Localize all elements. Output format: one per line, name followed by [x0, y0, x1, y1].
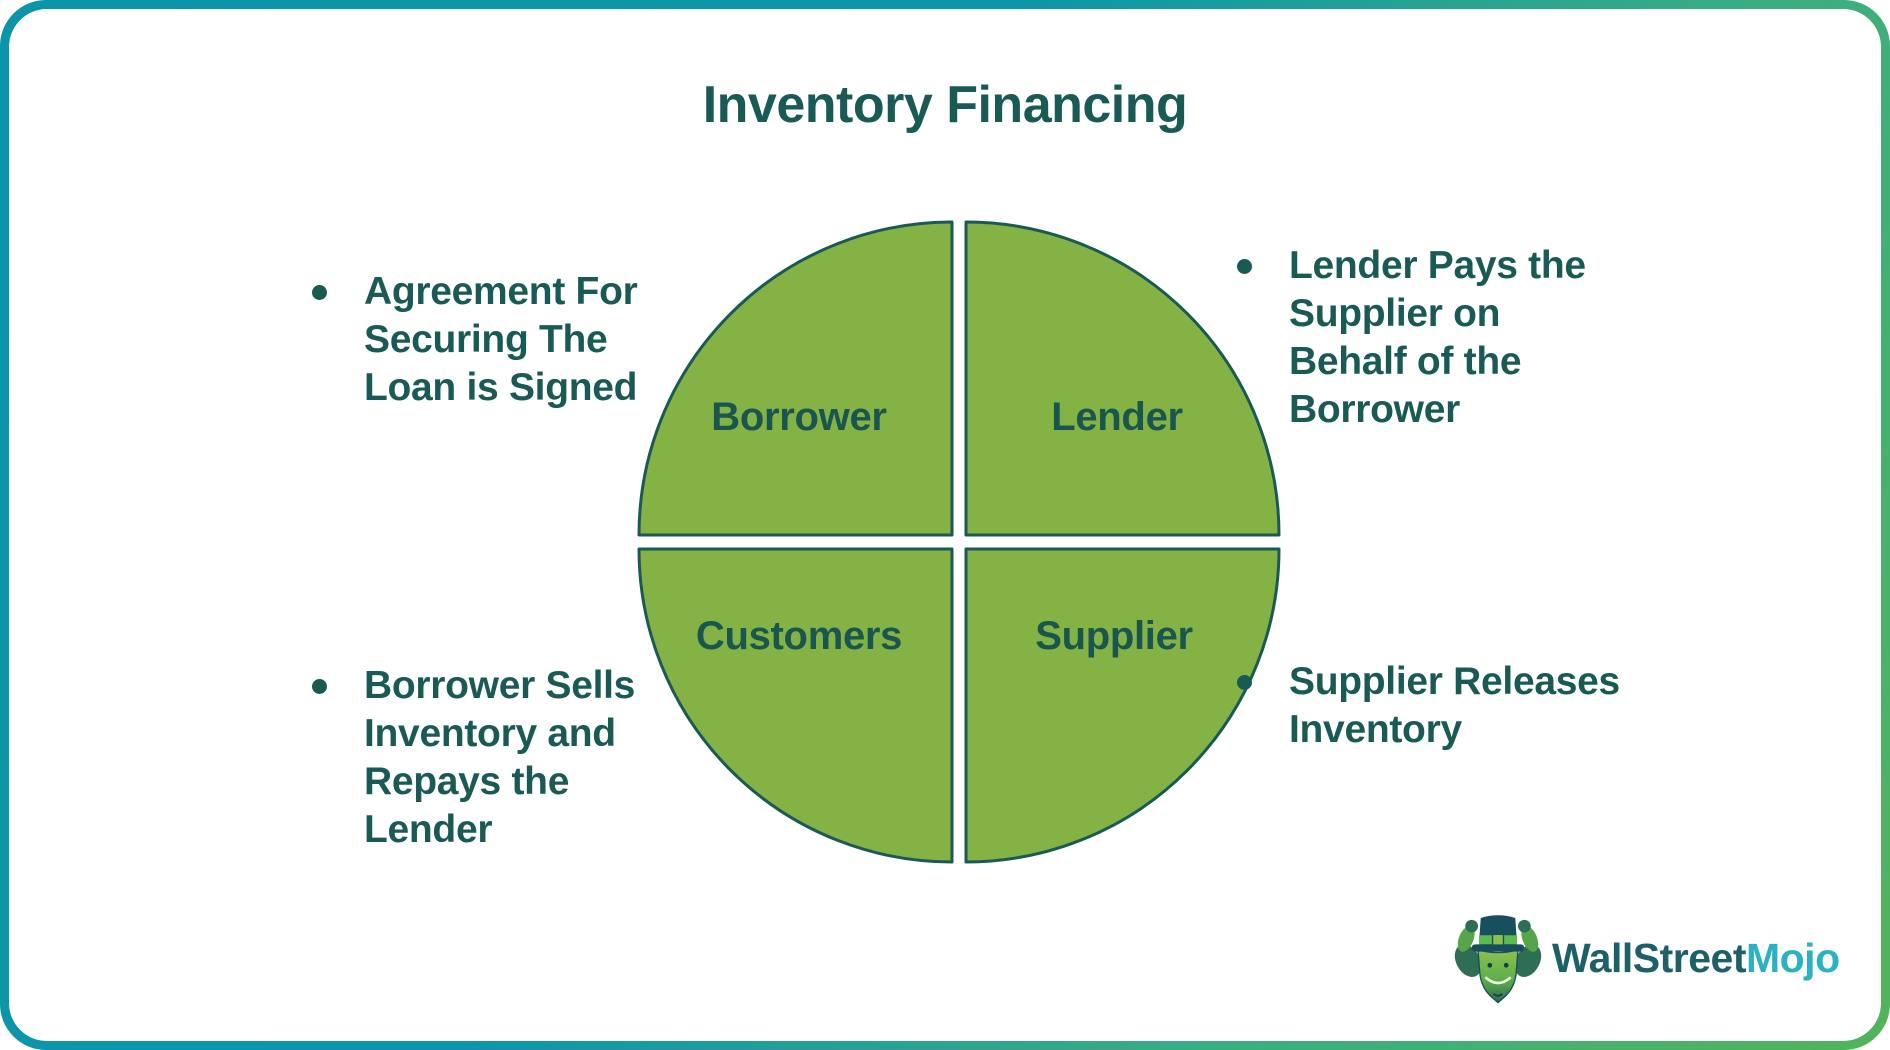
bullet-lender-pays: Lender Pays the Supplier on Behalf of th… — [1237, 242, 1586, 434]
bullet-dot — [312, 679, 327, 694]
quadrant-circle — [637, 220, 1281, 864]
quadrant-label-customers: Customers — [695, 614, 903, 658]
bullet-dot — [1237, 259, 1252, 274]
bullet-line: Lender Pays the — [1289, 244, 1586, 287]
mascot-smile — [1484, 976, 1512, 985]
bullet-borrower-sells: Borrower Sells Inventory and Repays the … — [312, 662, 635, 854]
bullet-line: Loan is Signed — [364, 366, 638, 409]
wallstreetmojo-wordmark: WallStreetMojo — [1552, 935, 1840, 982]
bullet-text: Borrower Sells Inventory and Repays the … — [364, 662, 635, 854]
mascot-face — [1477, 948, 1519, 1004]
bullet-dot — [1237, 675, 1252, 690]
mascot-left-arm — [1454, 919, 1482, 977]
bullet-line: Securing The — [364, 318, 608, 361]
brand-primary: WallStreet — [1552, 934, 1746, 981]
bullet-supplier-releases: Supplier Releases Inventory — [1237, 658, 1620, 754]
quadrant-label-supplier: Supplier — [1035, 614, 1193, 658]
mascot-right-arm — [1514, 919, 1542, 977]
quadrant-borrower-shape — [637, 220, 954, 537]
page-title: Inventory Financing — [702, 76, 1188, 134]
quadrant-label-borrower: Borrower — [711, 395, 887, 439]
quadrant-supplier-shape — [964, 547, 1281, 864]
wallstreetmojo-mascot-icon — [1454, 915, 1542, 1004]
quadrant-label-lender: Lender — [1051, 395, 1183, 439]
brand-secondary: Mojo — [1745, 934, 1840, 981]
bullet-line: Behalf of the — [1289, 340, 1522, 383]
bullet-line: Repays the — [364, 760, 570, 803]
bullet-line: Inventory and — [364, 712, 616, 755]
bullet-line: Borrower — [1289, 388, 1460, 431]
bullet-text: Supplier Releases Inventory — [1289, 658, 1620, 754]
bullet-line: Inventory — [1289, 708, 1462, 751]
mascot-top-hat — [1471, 915, 1525, 952]
bullet-agreement: Agreement For Securing The Loan is Signe… — [312, 268, 638, 412]
bullet-text: Lender Pays the Supplier on Behalf of th… — [1289, 242, 1586, 434]
card-background: Inventory Financing Borrower Lender Cust… — [9, 9, 1881, 1041]
bullet-dot — [312, 285, 327, 300]
wallstreetmojo-logo: WallStreetMojo — [1452, 908, 1840, 1008]
bullet-text: Agreement For Securing The Loan is Signe… — [364, 268, 638, 412]
bullet-line: Supplier Releases — [1289, 660, 1620, 703]
mascot-chin — [1493, 993, 1503, 997]
mascot-eyes — [1487, 962, 1509, 968]
bullet-line: Supplier on — [1289, 292, 1501, 335]
bullet-line: Lender — [364, 808, 493, 851]
bullet-line: Agreement For — [364, 270, 638, 313]
quadrant-lender-shape — [964, 220, 1281, 537]
bullet-line: Borrower Sells — [364, 664, 636, 707]
quadrant-customers-shape — [637, 547, 954, 864]
